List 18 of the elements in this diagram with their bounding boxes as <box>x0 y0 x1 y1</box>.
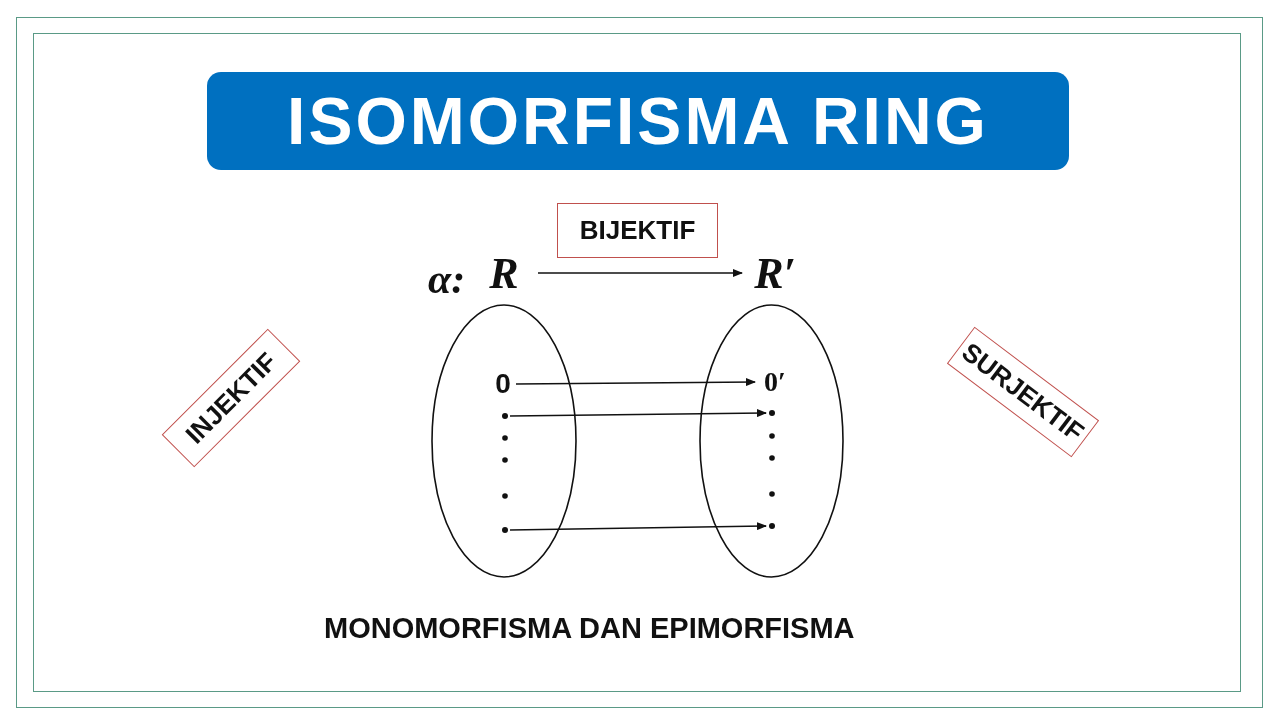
set-symbol: R <box>484 250 524 296</box>
function-name: α: <box>428 258 466 300</box>
arrow <box>537 269 743 277</box>
arrow <box>515 378 756 387</box>
element-dot <box>502 527 508 533</box>
arrow <box>509 522 767 531</box>
element-dot <box>769 523 775 529</box>
element-label: 0′ <box>758 366 792 398</box>
title-banner: ISOMORFISMA RING <box>207 72 1069 170</box>
set-ellipse <box>699 304 844 578</box>
set-ellipse <box>431 304 577 578</box>
caption-text: MONOMORFISMA DAN EPIMORFISMA <box>324 614 855 643</box>
element-label: 0 <box>492 368 514 400</box>
label-box: BIJEKTIF <box>557 203 718 258</box>
element-dot <box>769 410 775 416</box>
arrow <box>509 409 767 418</box>
set-symbol: R′ <box>750 250 800 296</box>
element-dot <box>502 413 508 419</box>
